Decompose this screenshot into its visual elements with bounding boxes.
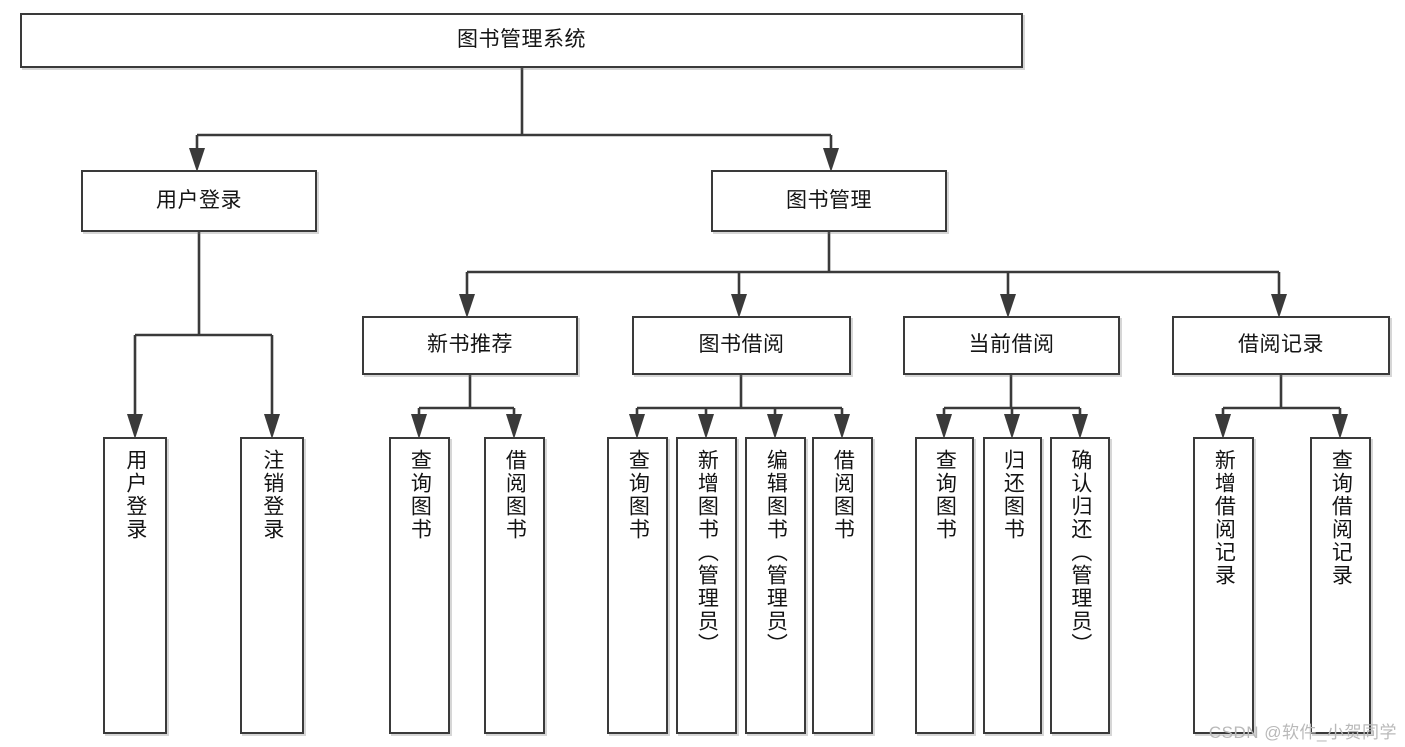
node-borrow-record-label: 借阅记录 <box>1238 333 1324 357</box>
arrowhead-leaf-query-book-1 <box>411 414 427 439</box>
node-leaf-query-book-1-label: 查询图书 <box>408 449 432 541</box>
node-leaf-borrow-book-1-label: 借阅图书 <box>503 449 527 541</box>
arrowhead-borrowrecord <box>1271 294 1287 318</box>
node-book-manage-label: 图书管理 <box>786 188 872 212</box>
arrowhead-leaf-confirm-return <box>1072 414 1088 439</box>
arrowhead-newbook <box>459 294 475 318</box>
node-leaf-logout[interactable]: 注销登录 <box>240 437 304 734</box>
node-leaf-confirm-return-label: 确认归还（管理员） <box>1068 449 1092 656</box>
arrowhead-leaf-add-book <box>698 414 714 439</box>
arrowhead-leaf-borrow-book-1 <box>506 414 522 439</box>
node-leaf-user-login-label: 用户登录 <box>123 449 147 541</box>
node-leaf-query-book-3-label: 查询图书 <box>933 449 957 541</box>
node-leaf-add-book-label: 新增图书（管理员） <box>695 449 719 656</box>
node-leaf-user-login[interactable]: 用户登录 <box>103 437 167 734</box>
node-leaf-borrow-book-1[interactable]: 借阅图书 <box>484 437 545 734</box>
arrowhead-leaf-user-login <box>127 414 143 439</box>
node-book-manage[interactable]: 图书管理 <box>711 170 947 232</box>
node-leaf-edit-book[interactable]: 编辑图书（管理员） <box>745 437 806 734</box>
node-leaf-add-book[interactable]: 新增图书（管理员） <box>676 437 737 734</box>
node-new-book-rec-label: 新书推荐 <box>427 333 513 357</box>
arrowhead-leaf-query-book-2 <box>629 414 645 439</box>
node-current-borrow-label: 当前借阅 <box>968 333 1055 357</box>
node-leaf-confirm-return[interactable]: 确认归还（管理员） <box>1050 437 1110 734</box>
node-leaf-borrow-book-2[interactable]: 借阅图书 <box>812 437 873 734</box>
node-book-borrow[interactable]: 图书借阅 <box>632 316 851 375</box>
node-root[interactable]: 图书管理系统 <box>20 13 1023 68</box>
arrowhead-leaf-add-record <box>1215 414 1231 439</box>
node-leaf-query-book-3[interactable]: 查询图书 <box>915 437 974 734</box>
node-borrow-record[interactable]: 借阅记录 <box>1172 316 1390 375</box>
arrowhead-leaf-borrow-book-2 <box>834 414 850 439</box>
node-leaf-return-book-label: 归还图书 <box>1001 449 1025 541</box>
node-current-borrow[interactable]: 当前借阅 <box>903 316 1120 375</box>
watermark-text: CSDN @软件_小贺同学 <box>1208 723 1397 742</box>
node-leaf-add-record-label: 新增借阅记录 <box>1212 449 1236 587</box>
node-user-login[interactable]: 用户登录 <box>81 170 317 232</box>
arrowhead-leaf-edit-book <box>767 414 783 439</box>
arrowhead-user-login <box>189 148 205 172</box>
arrowhead-leaf-logout <box>264 414 280 439</box>
node-leaf-logout-label: 注销登录 <box>260 449 284 541</box>
arrowhead-leaf-query-book-3 <box>936 414 952 439</box>
node-new-book-rec[interactable]: 新书推荐 <box>362 316 578 375</box>
node-leaf-query-record-label: 查询借阅记录 <box>1329 449 1353 587</box>
arrowhead-leaf-query-record <box>1332 414 1348 439</box>
node-root-label: 图书管理系统 <box>457 28 586 52</box>
node-leaf-return-book[interactable]: 归还图书 <box>983 437 1042 734</box>
node-leaf-query-book-1[interactable]: 查询图书 <box>389 437 450 734</box>
node-book-borrow-label: 图书借阅 <box>698 333 785 357</box>
node-leaf-query-book-2-label: 查询图书 <box>626 449 650 541</box>
node-leaf-add-record[interactable]: 新增借阅记录 <box>1193 437 1254 734</box>
arrowhead-currentborrow <box>1000 294 1016 318</box>
node-user-login-label: 用户登录 <box>156 188 242 212</box>
node-leaf-query-book-2[interactable]: 查询图书 <box>607 437 668 734</box>
arrowhead-bookborrow <box>731 294 747 318</box>
node-leaf-borrow-book-2-label: 借阅图书 <box>831 449 855 541</box>
node-leaf-edit-book-label: 编辑图书（管理员） <box>764 449 788 656</box>
node-leaf-query-record[interactable]: 查询借阅记录 <box>1310 437 1371 734</box>
arrowhead-leaf-return-book <box>1004 414 1020 439</box>
arrowhead-book-manage <box>823 148 839 172</box>
